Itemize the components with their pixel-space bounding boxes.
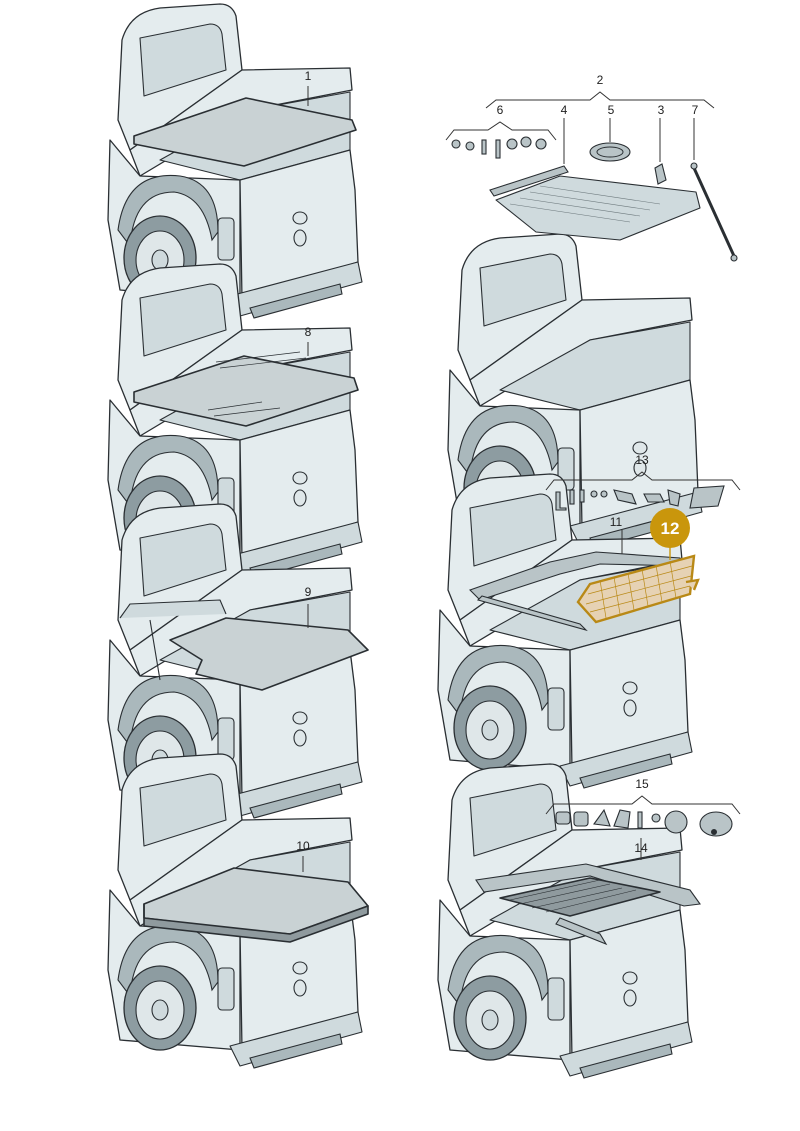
hardware-set-13 [555, 485, 725, 511]
partition-net-12 [576, 554, 700, 624]
rail-part-4 [489, 165, 569, 197]
callout-13: 13 [635, 453, 649, 467]
callout-1: 1 [305, 69, 312, 83]
truck-panel-2: 2 6 4 5 3 7 [445, 73, 738, 549]
tonneau-cover-1 [133, 97, 357, 167]
hardware-set-15 [555, 808, 733, 837]
truck-panel-10: 10 [107, 753, 369, 1069]
truck-panel-8: 8 [107, 263, 363, 579]
callout-4: 4 [561, 103, 568, 117]
tonneau-cover-8 [133, 355, 359, 427]
callout-8: 8 [305, 325, 312, 339]
gas-strut-part-7 [692, 167, 736, 257]
callout-10: 10 [296, 839, 310, 853]
bed-liner-2 [495, 175, 701, 241]
callout-12[interactable]: 12 [661, 519, 680, 538]
screw-part-3 [654, 163, 667, 185]
callout-9: 9 [305, 585, 312, 599]
callout-6: 6 [497, 103, 504, 117]
truck-panel-14: 15 14 [437, 763, 741, 1079]
roll-cover-14 [475, 863, 701, 907]
truck-panel-1: 1 [107, 3, 363, 319]
callout-2: 2 [597, 73, 604, 87]
seal-part-5 [589, 142, 631, 162]
truck-panel-9: 9 [107, 503, 369, 819]
callout-3: 3 [658, 103, 665, 117]
truck-panel-11: 13 11 12 [437, 453, 741, 789]
callout-5: 5 [608, 103, 615, 117]
callout-11: 11 [610, 515, 623, 529]
highlight-badge-12[interactable] [650, 508, 690, 548]
callout-15: 15 [635, 777, 649, 791]
callout-14: 14 [634, 841, 648, 855]
callout-7: 7 [692, 103, 699, 117]
hardware-set-6 [451, 136, 547, 159]
tonneau-cover-9 [169, 617, 369, 691]
